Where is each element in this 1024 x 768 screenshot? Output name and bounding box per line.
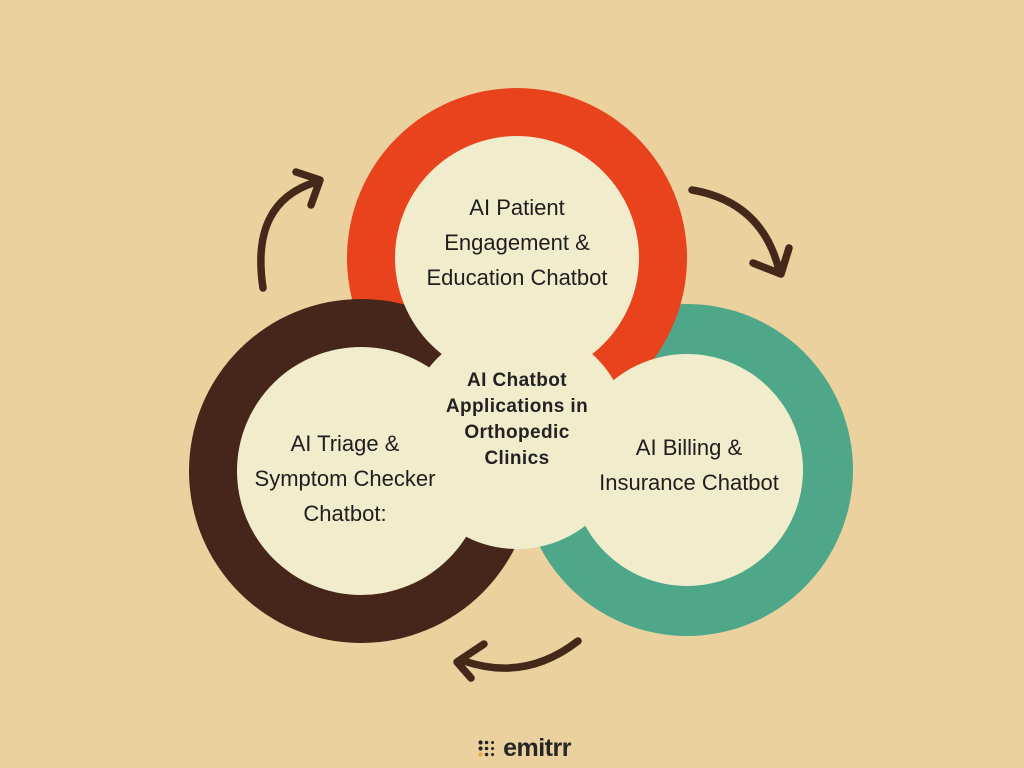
- arrow-right-to-left-icon: [453, 637, 582, 682]
- diagram-title-line: Clinics: [484, 448, 550, 469]
- diagram-title-line: AI Chatbot: [466, 370, 568, 391]
- top-circle-label-line: Engagement &: [444, 230, 590, 255]
- arrow-left-to-top-icon: [257, 168, 324, 292]
- left-circle-label-line: AI Triage &: [290, 431, 400, 456]
- right-circle-label-line: AI Billing &: [635, 435, 743, 460]
- left-circle-label-line: Symptom Checker: [254, 466, 436, 491]
- brand-dots-icon: [478, 739, 495, 757]
- top-circle-label-line: AI Patient: [469, 195, 565, 220]
- arrow-top-to-right-icon: [688, 186, 793, 278]
- top-circle-label-line: Education Chatbot: [426, 265, 608, 290]
- left-circle-label-line: Chatbot:: [303, 501, 387, 526]
- diagram-title: AI Chatbot Applications in Orthopedic Cl…: [446, 368, 588, 472]
- diagram-title-line: Orthopedic: [464, 422, 570, 443]
- brand-logo: emitrr: [477, 734, 571, 763]
- right-circle-label: AI Billing & Insurance Chatbot: [599, 430, 779, 500]
- diagram-title-line: Applications in: [445, 396, 589, 417]
- brand-name: emitrr: [503, 734, 571, 762]
- right-circle-label-line: Insurance Chatbot: [599, 470, 779, 495]
- top-circle-label: AI Patient Engagement & Education Chatbo…: [426, 190, 607, 295]
- left-circle-label: AI Triage & Symptom Checker Chatbot:: [255, 426, 436, 531]
- center-overlap-fill: [405, 325, 629, 549]
